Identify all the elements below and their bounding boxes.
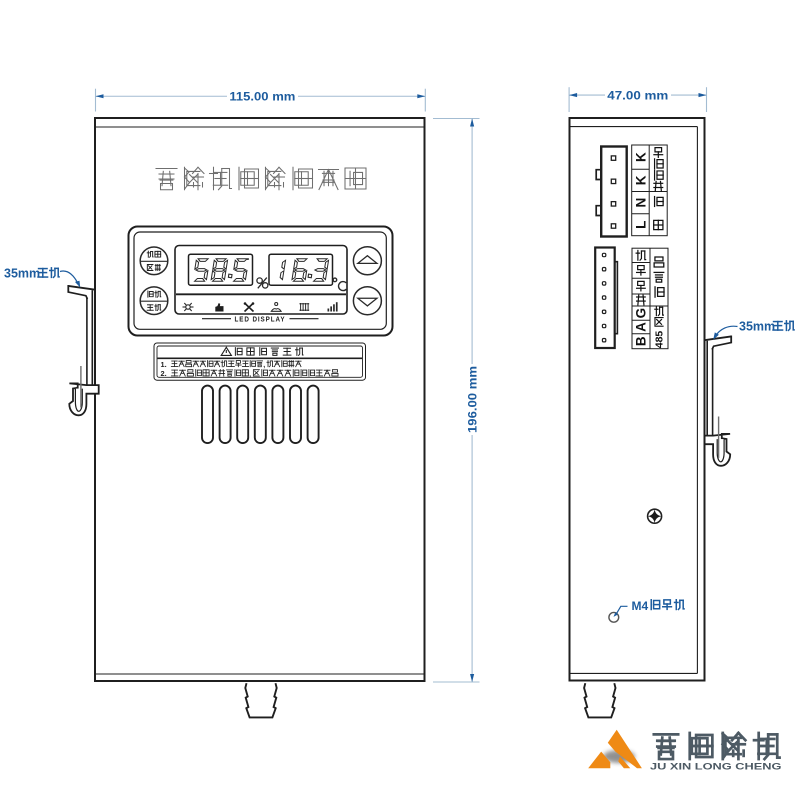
svg-text:115.00 mm: 115.00 mm [229,89,295,103]
svg-text:K: K [633,175,648,185]
svg-text:A: A [634,322,649,332]
svg-text:196.00 mm: 196.00 mm [465,366,479,433]
svg-text:1.: 1. [161,360,167,369]
svg-text:M4: M4 [632,599,649,613]
svg-text:47.00 mm: 47.00 mm [607,88,668,102]
svg-text:L: L [633,221,648,229]
svg-text:G: G [634,308,649,319]
svg-text:N: N [633,198,648,208]
svg-text:485: 485 [653,331,665,349]
svg-text:2.: 2. [161,369,167,378]
svg-text:,: , [263,362,265,369]
svg-text:35mm: 35mm [4,267,40,281]
svg-text:35mm: 35mm [739,320,775,334]
svg-text:JU XIN LONG CHENG: JU XIN LONG CHENG [650,761,782,772]
svg-text:K: K [633,152,648,162]
svg-text:,: , [249,371,251,378]
svg-text:LED DISPLAY: LED DISPLAY [235,314,286,323]
svg-text:B: B [634,336,649,346]
